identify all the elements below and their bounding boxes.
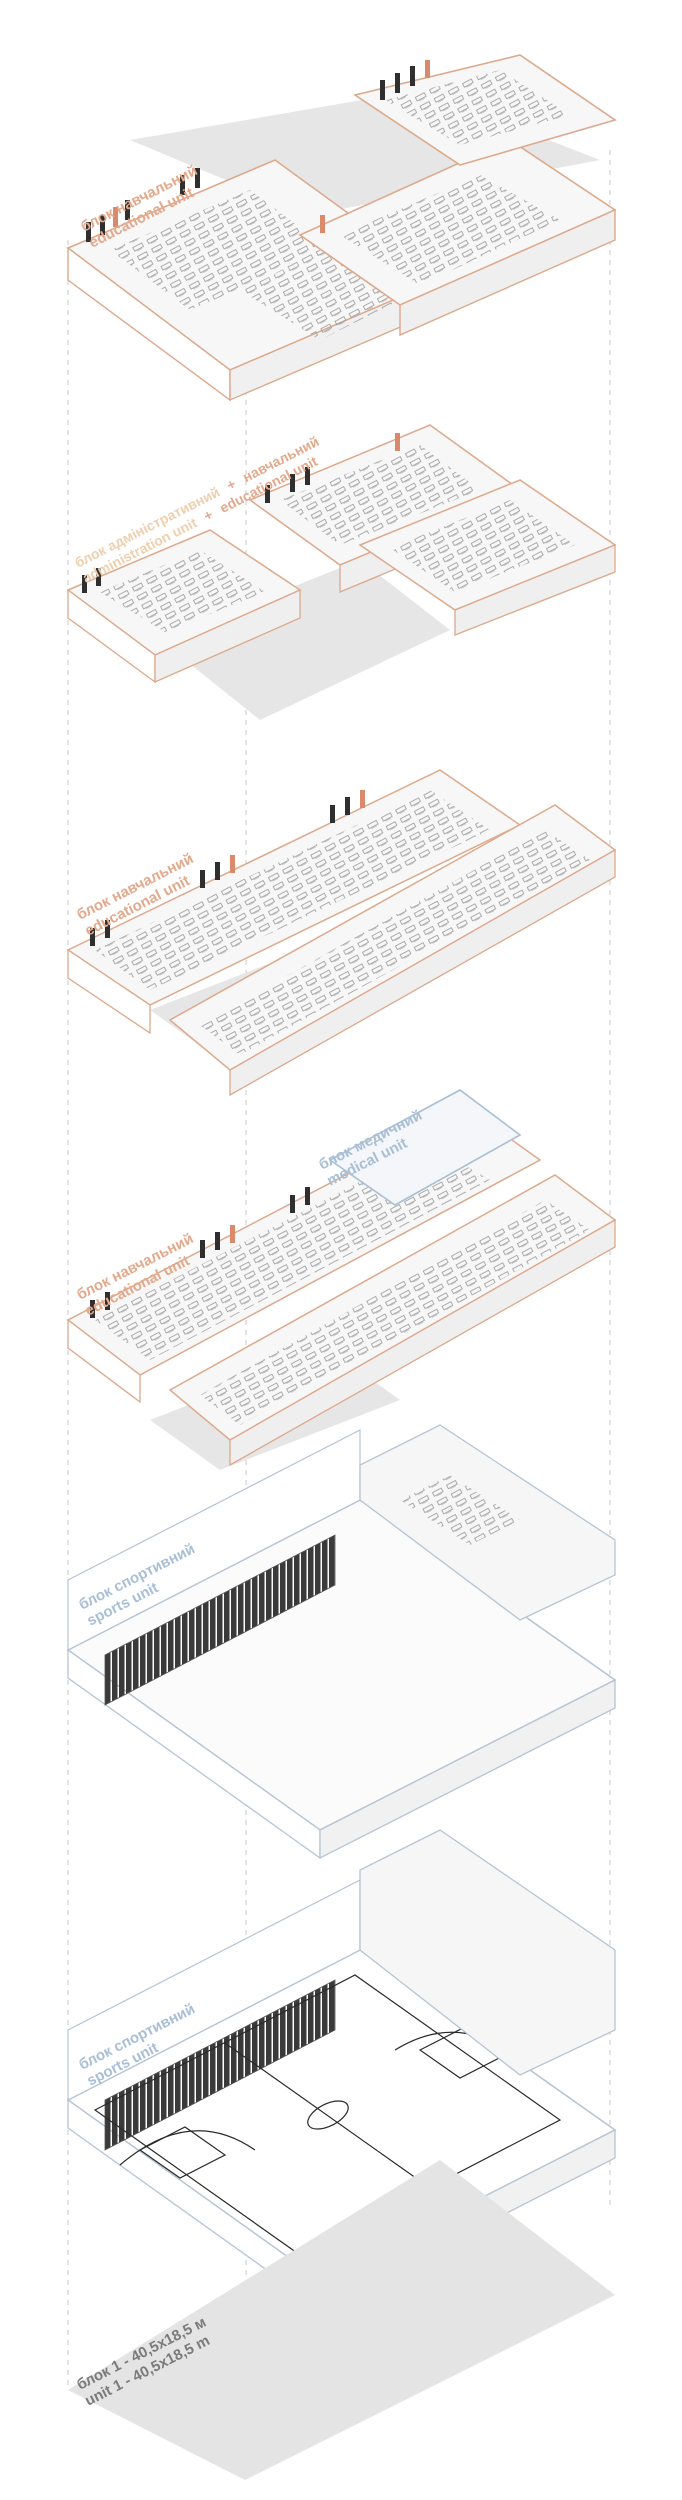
level-2-plus-en: + [201,506,216,524]
level-2-administration-educational: блок адміністративний + навчальний admin… [66,424,617,720]
level-5-sports: блок спортивний sports unit [66,1424,617,1860]
medical-floor-plate [328,1089,522,1206]
footprint-plate [68,2160,615,2480]
window-strip [104,1534,336,1706]
level-3-educational: блок навчальний educational unit [66,769,617,1097]
floor-shadow [160,560,450,720]
level-2-plus-uk: + [224,475,239,493]
level-4-educational-medical: блок навчальний educational unit блок ме… [66,1089,617,1470]
level-1-educational: блок навчальний educational unit [66,54,617,402]
